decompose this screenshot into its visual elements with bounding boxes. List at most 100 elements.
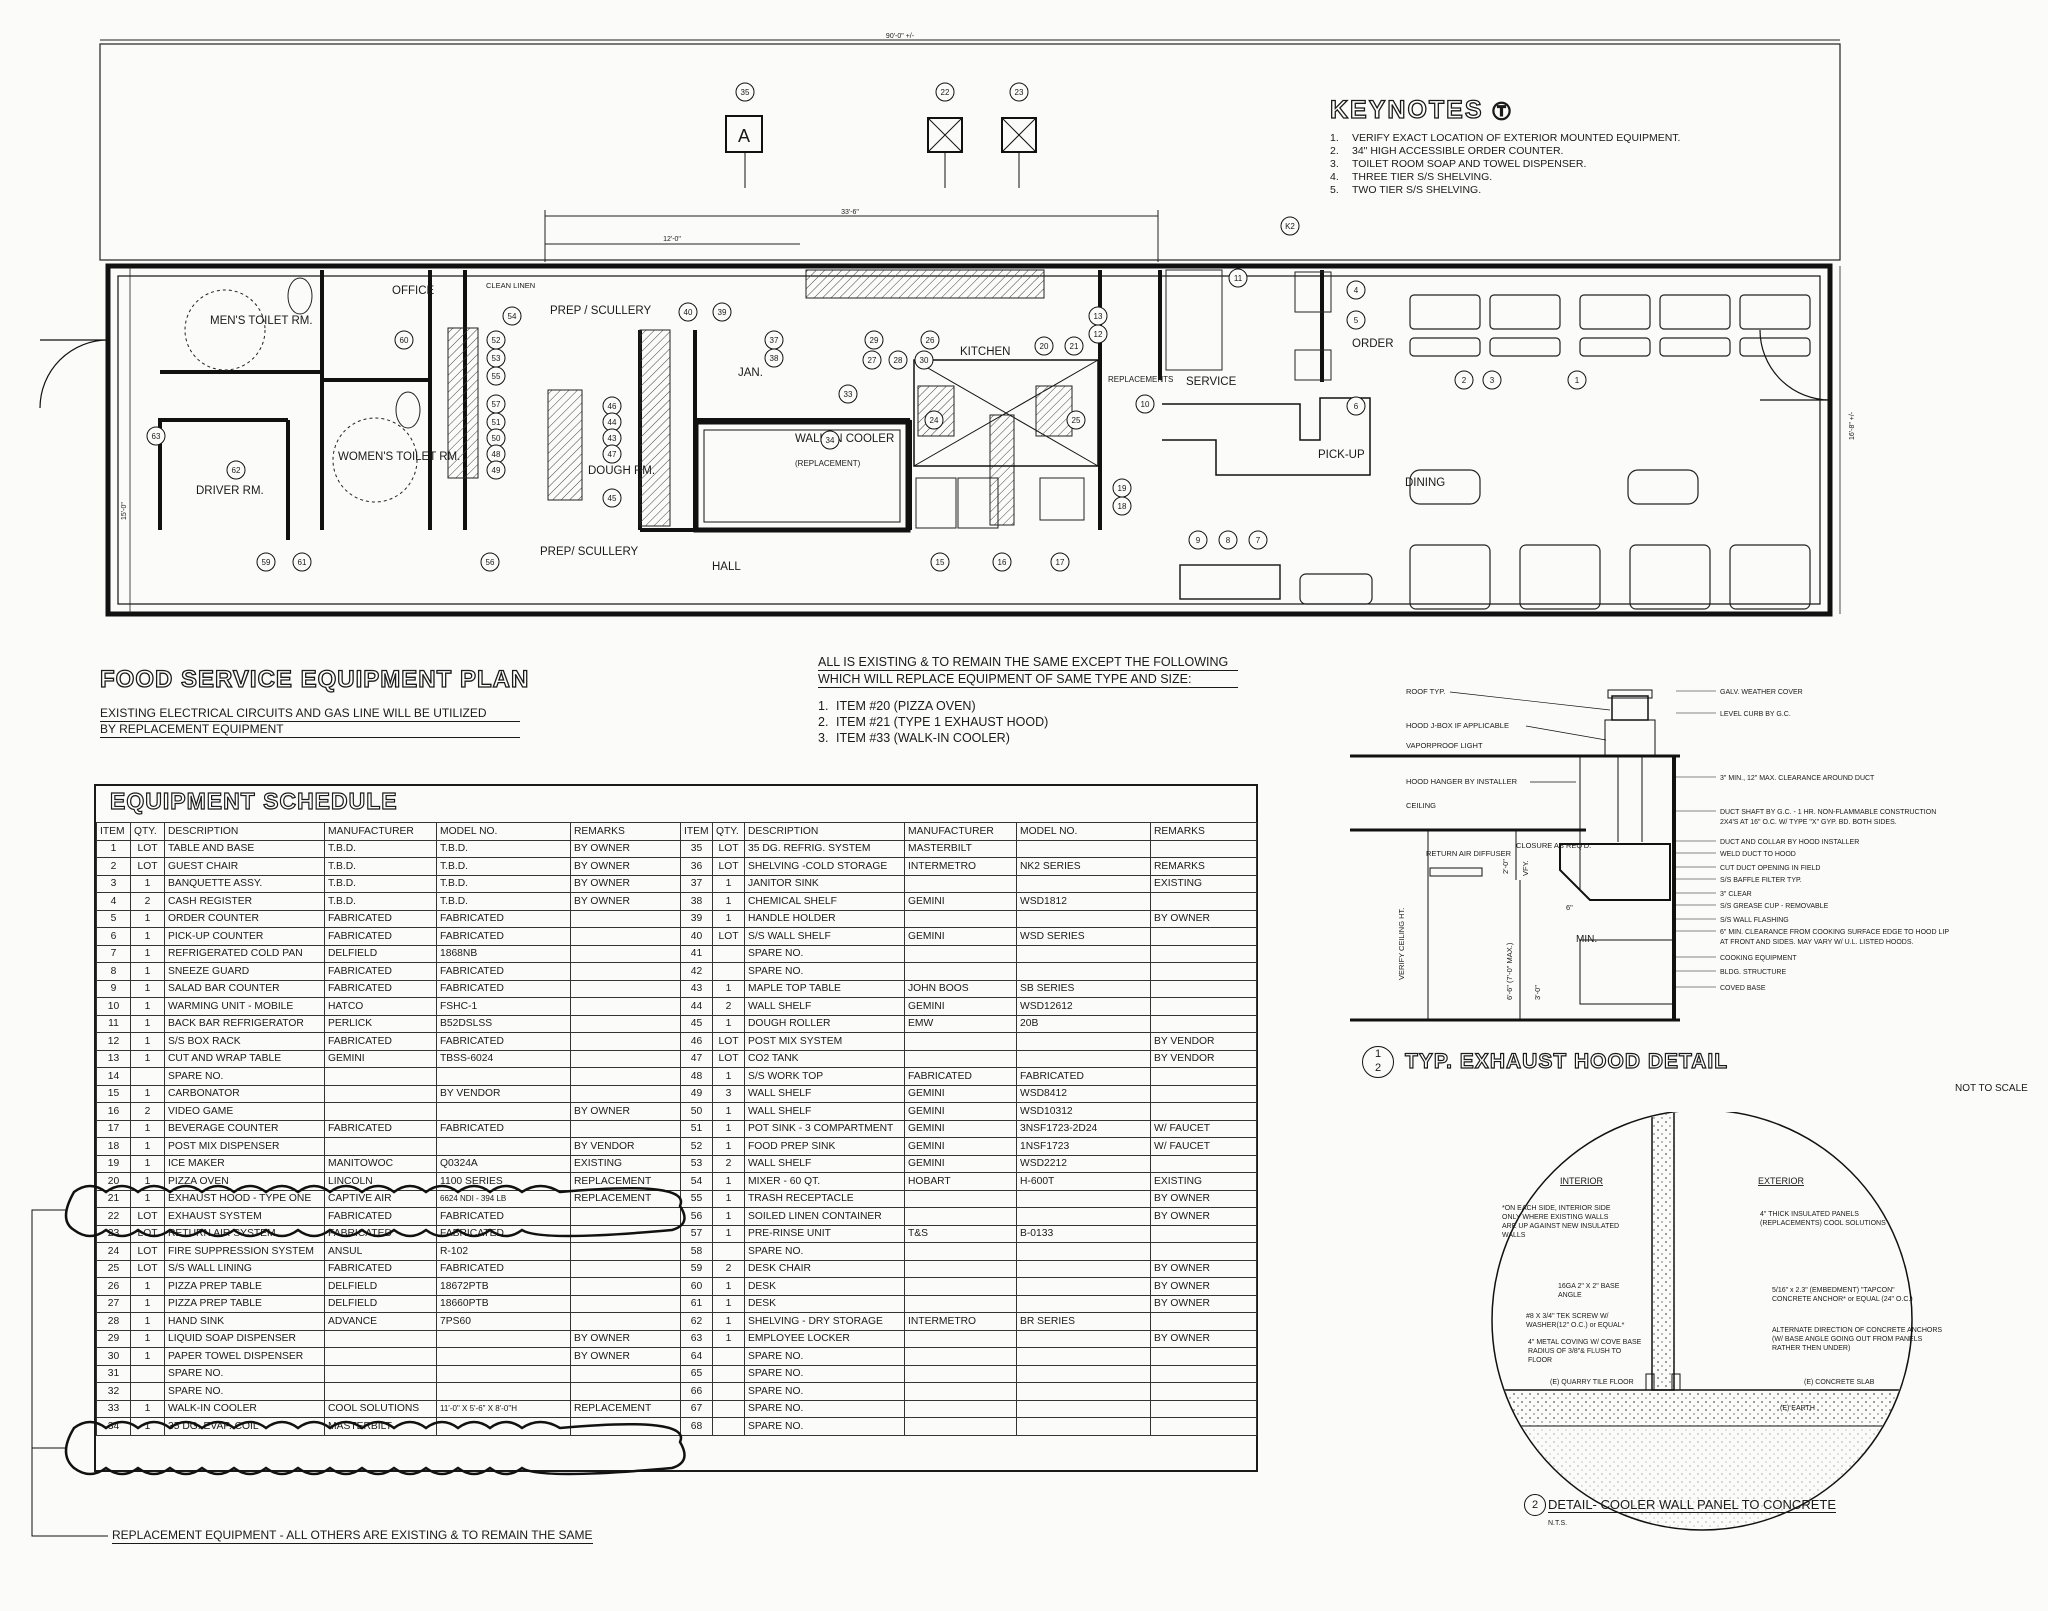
cell-remarks <box>570 962 681 981</box>
room-dough: DOUGH RM. <box>588 465 655 477</box>
cell-qty <box>712 944 745 963</box>
equipment-tag: 38 <box>764 348 784 368</box>
hood-dim-6in: 6" <box>1566 903 1573 912</box>
cell-description: CUT AND WRAP TABLE <box>164 1049 325 1068</box>
cell-qty: 1 <box>130 979 165 998</box>
cell-manufacturer: FABRICATED <box>324 1032 437 1051</box>
cell-remarks <box>1150 979 1257 998</box>
cell-remarks: BY OWNER <box>570 1102 681 1121</box>
exhaust-hood-outline <box>913 359 1099 467</box>
cell-manufacturer <box>324 1084 437 1103</box>
cell-manufacturer <box>904 962 1017 981</box>
cell-manufacturer <box>904 1189 1017 1208</box>
cell-remarks <box>570 944 681 963</box>
cell-remarks <box>1150 944 1257 963</box>
svg-text:44: 44 <box>608 418 617 427</box>
cell-description: DESK <box>744 1294 905 1313</box>
cell-remarks <box>570 927 681 946</box>
revision-cloud-items-20-21 <box>64 1184 686 1238</box>
hood-label: COVED BASE <box>1720 985 1766 992</box>
equipment-tag: 3 <box>1482 370 1502 390</box>
cell-remarks: BY VENDOR <box>1150 1032 1257 1051</box>
equipment-tag: 49 <box>486 460 506 480</box>
cell-manufacturer: GEMINI <box>904 1154 1017 1173</box>
cell-manufacturer: FABRICATED <box>324 962 437 981</box>
svg-text:6: 6 <box>1354 402 1359 411</box>
cell-remarks: REMARKS <box>1150 857 1257 876</box>
svg-text:21: 21 <box>1070 342 1079 351</box>
svg-text:63: 63 <box>152 432 161 441</box>
cell-model: FABRICATED <box>436 909 571 928</box>
cell-item: 9 <box>96 979 131 998</box>
cell-model: TBSS-6024 <box>436 1049 571 1068</box>
cell-remarks: BY OWNER <box>570 892 681 911</box>
cooler-label: 4" THICK INSULATED PANELS(REPLACEMENTS) … <box>1760 1211 1886 1227</box>
svg-text:55: 55 <box>492 372 501 381</box>
keynotes-title: KEYNOTES Ⓣ <box>1329 95 1513 124</box>
equipment-tag: 17 <box>1050 552 1070 572</box>
svg-text:43: 43 <box>608 434 617 443</box>
cell-model: B52DSLSS <box>436 1014 571 1033</box>
svg-text:38: 38 <box>770 354 779 363</box>
existing-equipment-note: ALL IS EXISTING & TO REMAIN THE SAME EXC… <box>818 654 1238 746</box>
equipment-tag: 25 <box>1066 410 1086 430</box>
svg-text:53: 53 <box>492 354 501 363</box>
svg-text:49: 49 <box>492 466 501 475</box>
cell-description: SALAD BAR COUNTER <box>164 979 325 998</box>
svg-text:62: 62 <box>232 466 241 475</box>
cell-model <box>1016 1049 1151 1068</box>
cell-description: BEVERAGE COUNTER <box>164 1119 325 1138</box>
cell-remarks: EXISTING <box>570 1154 681 1173</box>
svg-text:46: 46 <box>608 402 617 411</box>
svg-text:29: 29 <box>870 336 879 345</box>
hood-label: HOOD J-BOX IF APPLICABLE <box>1406 721 1509 730</box>
hood-label: CLOSURE AS REQ'D. <box>1516 841 1591 850</box>
equipment-tag: 22 <box>935 82 955 102</box>
svg-text:37: 37 <box>770 336 779 345</box>
cell-description: REFRIGERATED COLD PAN <box>164 944 325 963</box>
cell-remarks <box>1150 1242 1257 1261</box>
hood-label: BLDG. STRUCTURE <box>1720 969 1786 976</box>
svg-text:27: 27 <box>868 356 877 365</box>
cell-manufacturer: T.B.D. <box>324 839 437 858</box>
svg-text:25: 25 <box>1072 416 1081 425</box>
cell-description: POST MIX SYSTEM <box>744 1032 905 1051</box>
cell-description: PRE-RINSE UNIT <box>744 1224 905 1243</box>
cell-qty <box>130 1067 165 1086</box>
hood-label: 3" MIN., 12" MAX. CLEARANCE AROUND DUCT <box>1720 775 1875 782</box>
cell-qty: 1 <box>712 892 745 911</box>
svg-text:50: 50 <box>492 434 501 443</box>
cell-item: 18 <box>96 1137 131 1156</box>
hood-label: 6" MIN. CLEARANCE FROM COOKING SURFACE E… <box>1720 929 1949 936</box>
floor-plan: 90'-0" +/- 33'-6" 12'-0" 15'-0" 16'-8" +… <box>39 33 1856 617</box>
cell-qty: LOT <box>130 857 165 876</box>
cell-description: WALL SHELF <box>744 1102 905 1121</box>
equipment-tag: 63 <box>146 426 166 446</box>
hood-label: COOKING EQUIPMENT <box>1720 955 1797 962</box>
cell-description: S/S BOX RACK <box>164 1032 325 1051</box>
hood-label: GALV. WEATHER COVER <box>1720 689 1803 696</box>
cell-item: 41 <box>680 944 713 963</box>
cooler-label: 5/16" x 2.3" (EMBEDMENT) "TAPCON"CONCRET… <box>1772 1287 1913 1303</box>
hood-dim-2ft: 2'-0" <box>1501 859 1510 874</box>
cell-description: SHELVING -COLD STORAGE <box>744 857 905 876</box>
replacement-item: 3.ITEM #33 (WALK-IN COOLER) <box>818 731 1010 745</box>
cell-manufacturer <box>904 1364 1017 1383</box>
equipment-tag: 61 <box>292 552 312 572</box>
svg-text:60: 60 <box>400 336 409 345</box>
cooler-interior-label: INTERIOR <box>1560 1176 1604 1186</box>
